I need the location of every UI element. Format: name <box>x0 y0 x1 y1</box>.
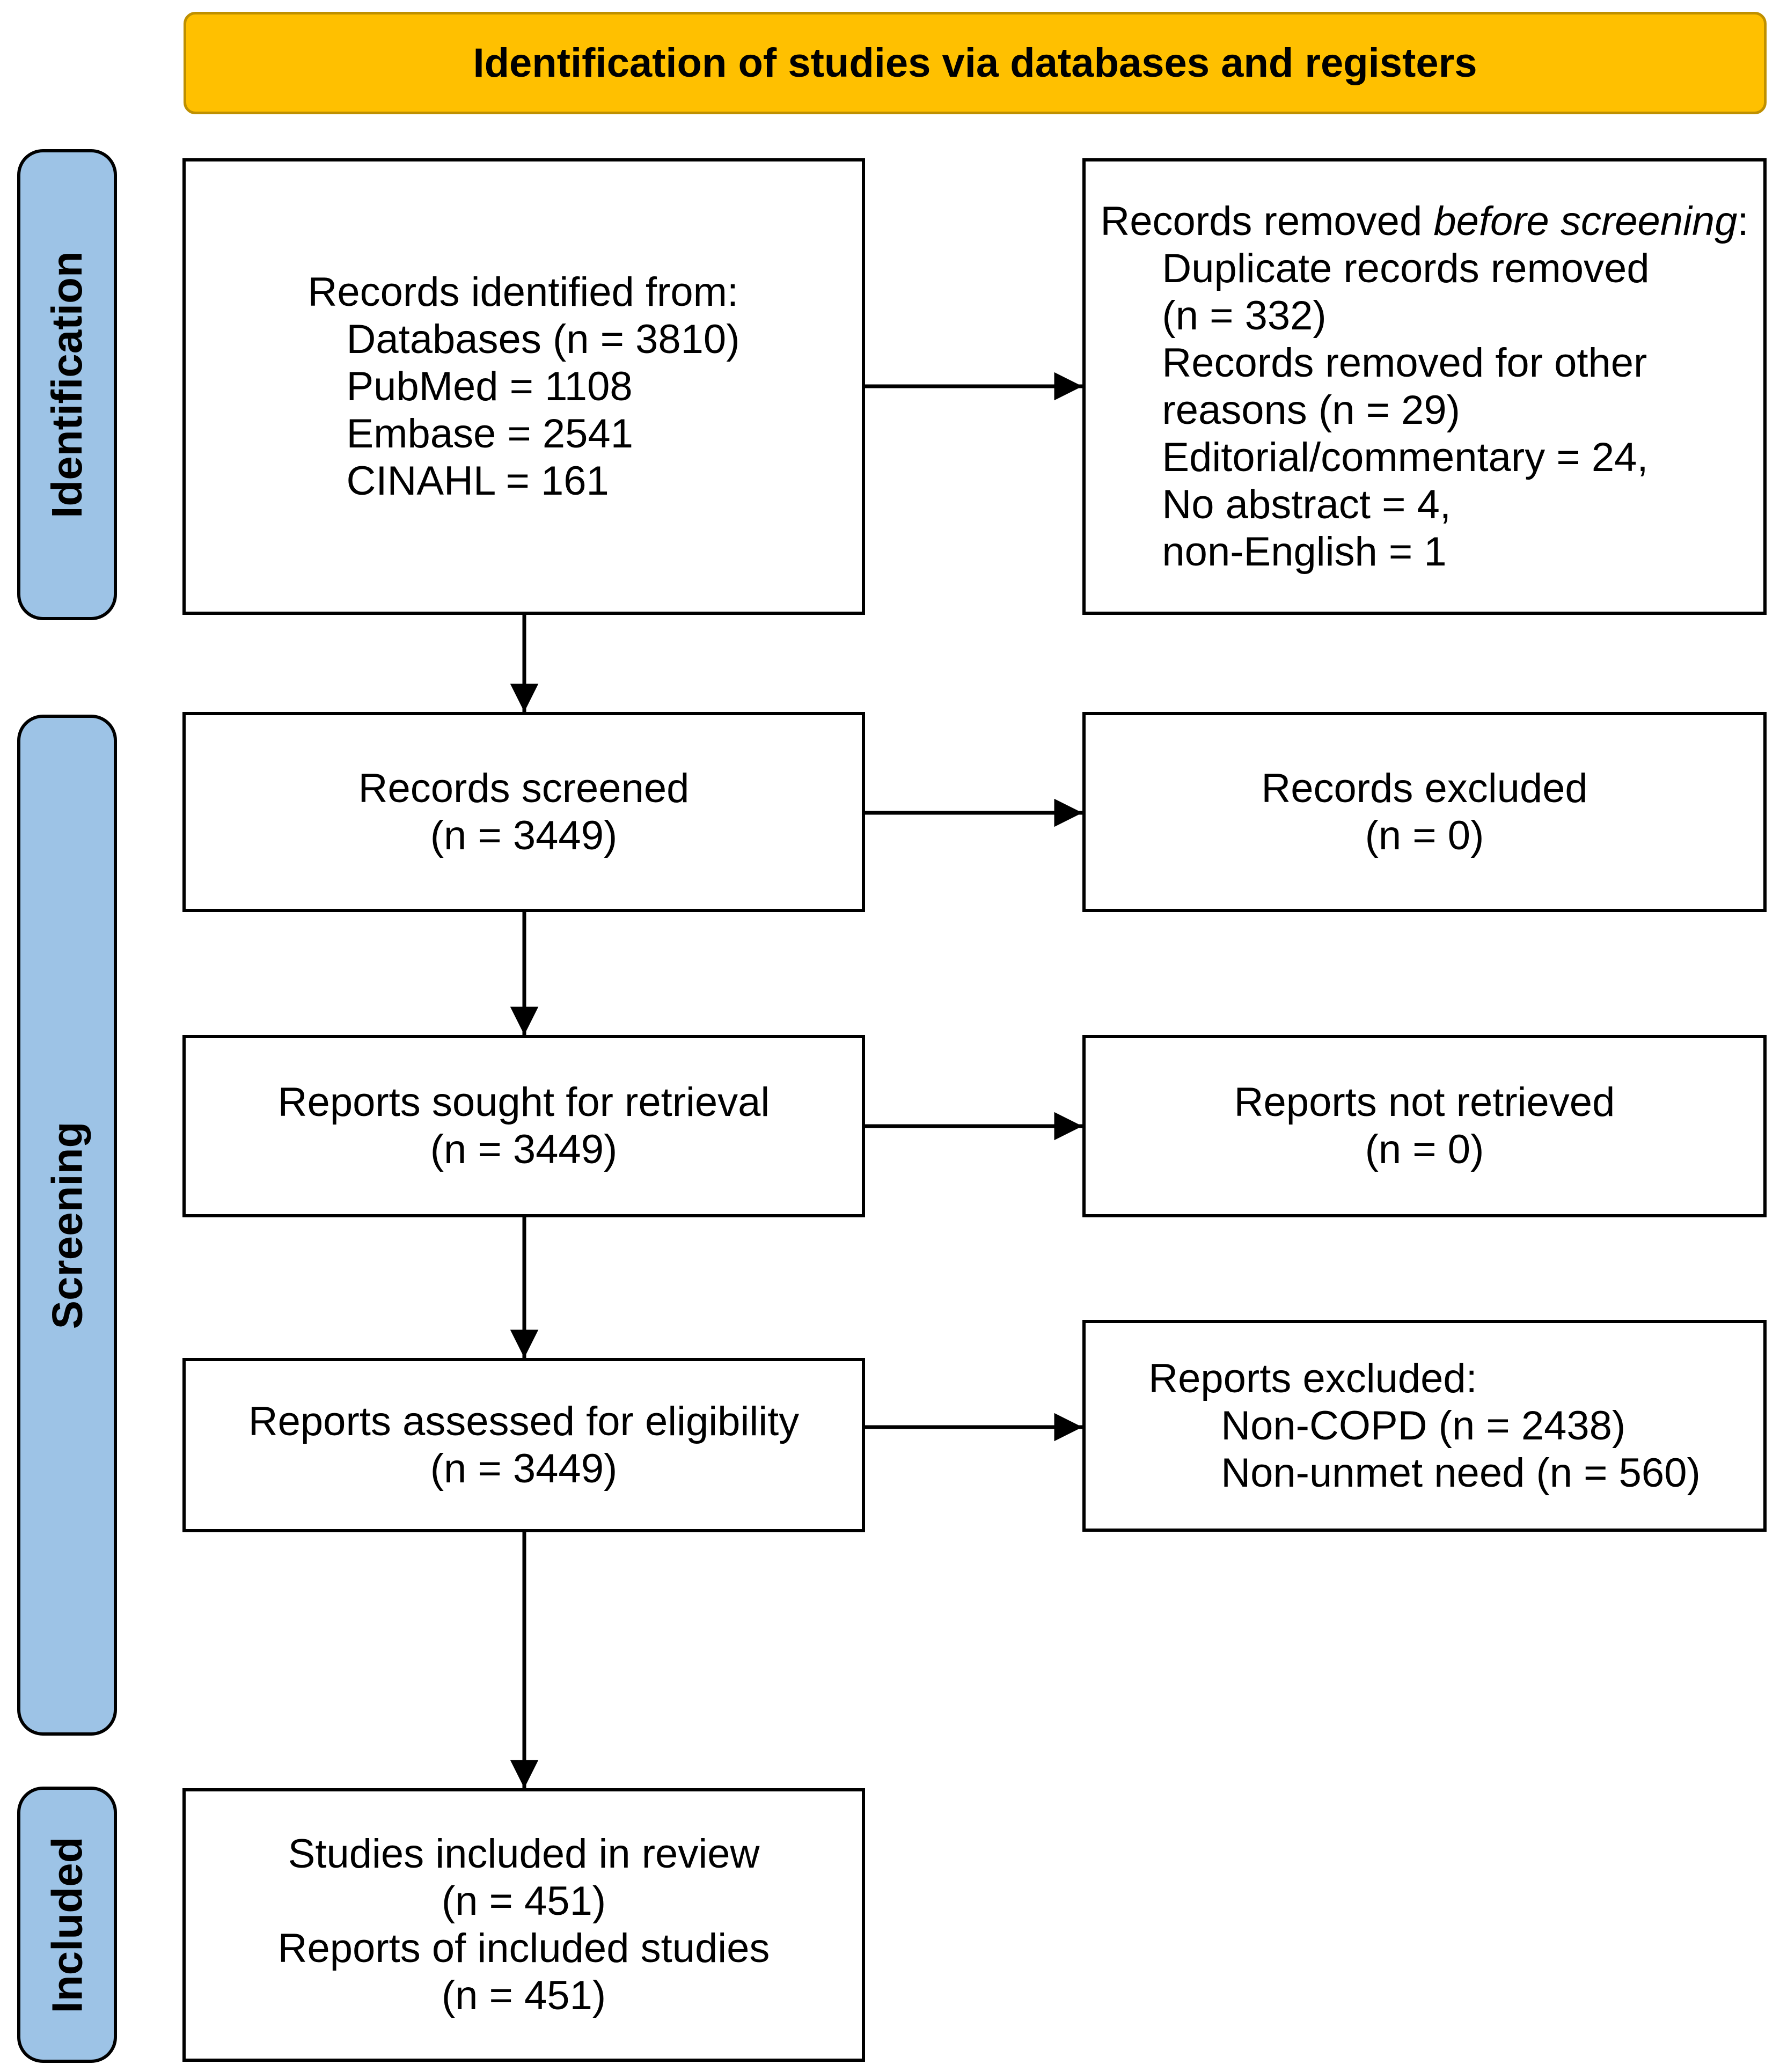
box-heading: Records removed before screening: <box>1100 198 1748 245</box>
box-reports-excluded: Reports excluded: Non-COPD (n = 2438) No… <box>1082 1320 1767 1532</box>
box-line: (n = 0) <box>1365 812 1484 858</box>
box-line: No abstract = 4, <box>1162 481 1452 527</box>
box-line: Reports assessed for eligibility <box>248 1398 800 1444</box>
box-records-removed-content: Records removed before screening: Duplic… <box>1100 198 1748 576</box>
box-records-excluded: Records excluded (n = 0) <box>1082 712 1767 912</box>
box-line: PubMed = 1108 <box>346 363 633 409</box>
box-line: CINAHL = 161 <box>346 458 609 504</box>
box-line: (n = 3449) <box>430 1127 618 1172</box>
box-reports-sought-content: Reports sought for retrieval (n = 3449) <box>278 1079 770 1173</box>
box-line: non-English = 1 <box>1162 528 1447 575</box>
stage-label-screening: Screening <box>17 715 117 1736</box>
box-reports-sought-for-retrieval: Reports sought for retrieval (n = 3449) <box>182 1035 865 1217</box>
box-reports-not-retrieved: Reports not retrieved (n = 0) <box>1082 1035 1767 1217</box>
stage-label-screening-text: Screening <box>43 1121 91 1329</box>
box-records-excluded-content: Records excluded (n = 0) <box>1261 765 1587 859</box>
box-records-identified: Records identified from: Databases (n = … <box>182 158 865 615</box>
box-line: Non-unmet need (n = 560) <box>1221 1450 1701 1496</box>
heading-prefix: Records removed <box>1100 198 1434 244</box>
box-reports-excluded-content: Reports excluded: Non-COPD (n = 2438) No… <box>1148 1355 1701 1497</box>
stage-label-included: Included <box>17 1787 117 2063</box>
heading-suffix: : <box>1737 198 1749 244</box>
box-line: Reports not retrieved <box>1234 1079 1615 1125</box>
box-line: Non-COPD (n = 2438) <box>1221 1402 1626 1449</box>
box-records-screened: Records screened (n = 3449) <box>182 712 865 912</box>
box-line: Databases (n = 3810) <box>346 316 740 362</box>
box-reports-assessed-for-eligibility: Reports assessed for eligibility (n = 34… <box>182 1358 865 1532</box>
box-line: (n = 332) <box>1162 292 1327 339</box>
stage-label-included-text: Included <box>43 1836 91 2013</box>
box-line: Records removed for other <box>1162 340 1647 386</box>
box-heading: Reports excluded: <box>1148 1355 1477 1401</box>
box-line: reasons (n = 29) <box>1162 387 1460 433</box>
box-records-screened-content: Records screened (n = 3449) <box>358 765 690 859</box>
box-line: Duplicate records removed <box>1162 245 1650 291</box>
box-line: (n = 0) <box>1365 1127 1484 1172</box>
box-reports-assessed-content: Reports assessed for eligibility (n = 34… <box>248 1398 799 1493</box>
box-line: Records excluded <box>1261 765 1588 811</box>
heading-italic: before screening <box>1433 198 1738 244</box>
box-heading: Records identified from: <box>307 269 739 315</box>
box-studies-included-content: Studies included in review (n = 451) Rep… <box>278 1831 770 2019</box>
box-line: Reports of included studies <box>277 1926 770 1971</box>
stage-label-identification-text: Identification <box>43 251 91 518</box>
box-line: (n = 3449) <box>430 1445 618 1491</box>
box-line: Reports sought for retrieval <box>277 1079 770 1125</box>
box-line: (n = 451) <box>441 1973 606 2018</box>
stage-label-identification: Identification <box>17 149 117 620</box>
box-line: Embase = 2541 <box>346 410 633 457</box>
box-line: (n = 3449) <box>430 812 618 858</box>
banner-title: Identification of studies via databases … <box>184 12 1767 114</box>
box-line: (n = 451) <box>441 1878 606 1924</box>
box-records-removed-before-screening: Records removed before screening: Duplic… <box>1082 158 1767 615</box>
box-line: Studies included in review <box>288 1831 760 1877</box>
box-line: Records screened <box>358 765 690 811</box>
box-studies-included-in-review: Studies included in review (n = 451) Rep… <box>182 1788 865 2062</box>
box-line: Editorial/commentary = 24, <box>1162 434 1649 480</box>
box-records-identified-content: Records identified from: Databases (n = … <box>307 269 739 505</box>
box-reports-not-retrieved-content: Reports not retrieved (n = 0) <box>1234 1079 1615 1173</box>
